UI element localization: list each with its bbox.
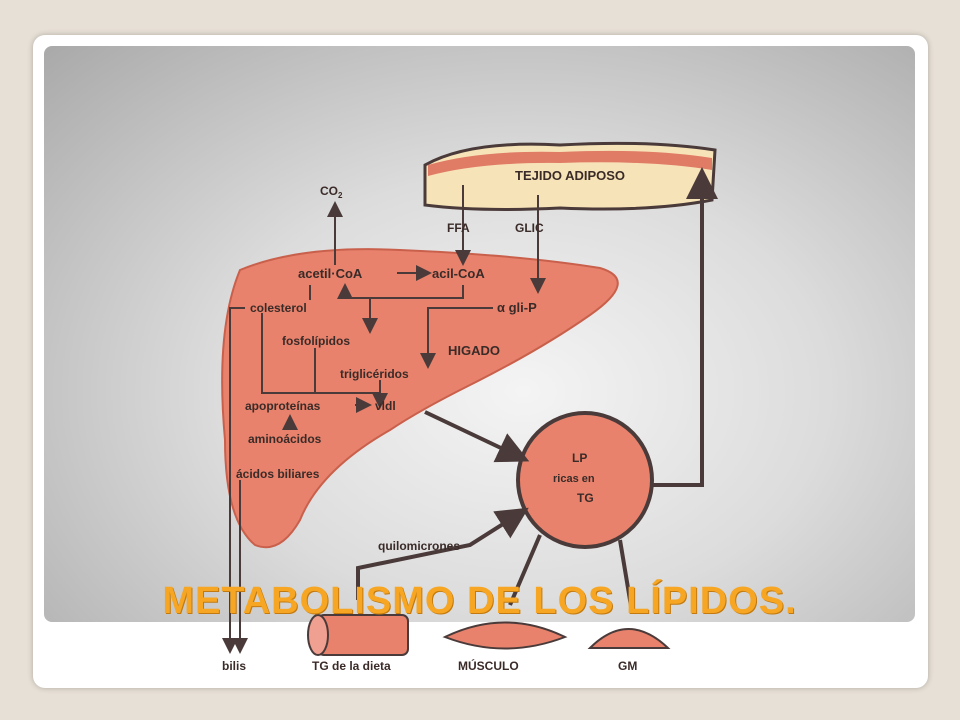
gm-shape xyxy=(587,628,671,649)
apoproteinas-label: apoproteínas xyxy=(245,399,321,413)
acetil-coa-label: acetil·CoA xyxy=(298,266,363,281)
ffa-label: FFA xyxy=(447,221,470,235)
acil-coa-label: acil-CoA xyxy=(432,266,485,281)
fosfolipidos-label: fosfolípidos xyxy=(282,334,350,348)
adipose-tissue xyxy=(423,141,717,211)
ricas-en-label: ricas en xyxy=(553,473,595,485)
quilomicrones-label: quilomicrones xyxy=(378,539,460,553)
lp-label: LP xyxy=(572,451,587,465)
musculo-label: MÚSCULO xyxy=(458,658,519,673)
musculo-shape xyxy=(442,621,568,650)
alpha-gli-p-label: α gli-P xyxy=(497,300,537,315)
acidos-biliares-label: ácidos biliares xyxy=(236,467,320,481)
aminoacidos-label: aminoácidos xyxy=(248,432,322,446)
gm-label: GM xyxy=(618,659,637,673)
tejido-adiposo-label: TEJIDO ADIPOSO xyxy=(515,168,625,183)
colesterol-label: colesterol xyxy=(250,301,307,315)
tg-dieta-label: TG de la dieta xyxy=(312,659,391,673)
glic-label: GLIC xyxy=(515,221,544,235)
slide-title: METABOLISMO DE LOS LÍPIDOS. xyxy=(162,580,797,622)
tg-dieta-cylinder xyxy=(307,614,409,656)
vldl-label: vldl xyxy=(375,399,396,413)
co2-label: CO2 xyxy=(320,184,343,200)
lp-circle xyxy=(516,411,654,549)
pathway-lines xyxy=(222,167,718,654)
trigliceridos-label: triglicéridos xyxy=(340,367,409,381)
higado-label: HIGADO xyxy=(448,343,500,358)
bilis-label: bilis xyxy=(222,659,246,673)
tg-label: TG xyxy=(577,491,594,505)
